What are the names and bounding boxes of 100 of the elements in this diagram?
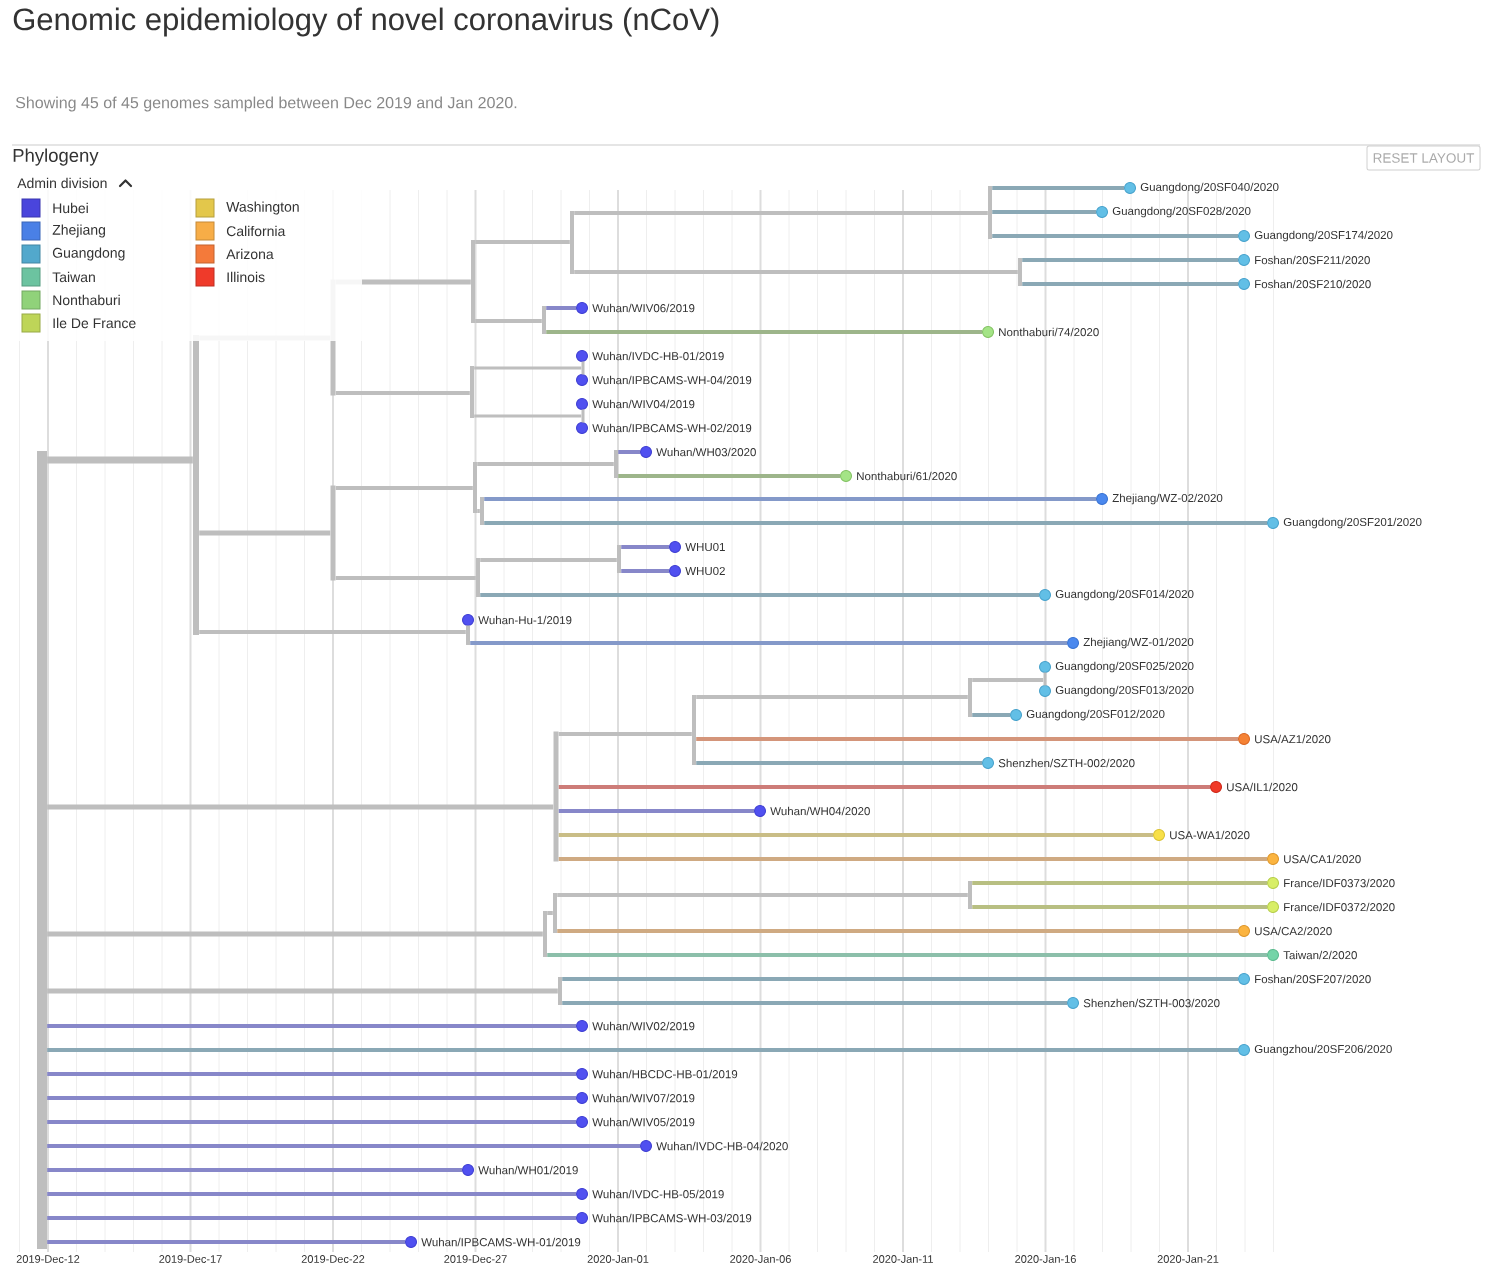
- axis-label: 2019-Dec-27: [444, 1255, 507, 1263]
- branch-line: [1022, 282, 1238, 286]
- branch-line: [335, 576, 476, 580]
- branch-line: [47, 1072, 576, 1076]
- vertical-branch: [476, 558, 480, 597]
- branch-line: [47, 1168, 462, 1172]
- branch-line: [47, 1216, 576, 1220]
- branch-line: [574, 270, 1018, 274]
- branch-line: [335, 391, 470, 395]
- vertical-branch: [1018, 258, 1022, 286]
- tip-label: Guangdong/20SF028/2020: [1112, 206, 1251, 218]
- tip-label: WHU02: [685, 566, 725, 576]
- vertical-branch: [470, 366, 474, 418]
- branch-line: [696, 695, 968, 699]
- branch-line: [484, 521, 1267, 525]
- branch-line: [546, 306, 576, 310]
- vertical-branch: [581, 409, 585, 423]
- tip-label: Shenzhen/SZTH-003/2020: [1083, 998, 1220, 1008]
- tip-label: Wuhan/WH03/2020: [656, 447, 756, 457]
- reset-button: RESET LAYOUT: [1366, 145, 1481, 171]
- branch-line: [47, 1024, 576, 1028]
- vertical-branch: [471, 240, 475, 323]
- legend-label: Illinois: [227, 271, 265, 283]
- branch-line: [547, 911, 553, 915]
- tip-label: Guangdong/20SF174/2020: [1254, 230, 1393, 242]
- tip-label: Wuhan/WIV06/2019: [592, 303, 695, 313]
- vertical-branch: [37, 451, 47, 1249]
- branch-line: [475, 240, 570, 244]
- tip-label: Guangdong/20SF025/2020: [1055, 661, 1194, 673]
- branch-line: [972, 713, 1010, 717]
- legend-heading: Admin division: [17, 177, 107, 189]
- vertical-branch: [330, 485, 336, 581]
- branch-line: [47, 1240, 405, 1244]
- tip-label: Guangdong/20SF014/2020: [1055, 589, 1194, 601]
- vertical-branch: [617, 545, 621, 573]
- vertical-branch: [1043, 672, 1047, 686]
- axis-label: 2020-Jan-06: [730, 1255, 791, 1263]
- tip-label: Wuhan/WH01/2019: [478, 1165, 578, 1175]
- branch-line: [335, 486, 473, 490]
- branch-line: [547, 953, 1267, 957]
- branch-line: [199, 530, 331, 536]
- tip-label: Guangdong/20SF013/2020: [1055, 685, 1194, 697]
- branch-line: [696, 761, 982, 765]
- vertical-branch: [570, 211, 574, 274]
- branch-line: [474, 366, 582, 370]
- branch-line: [47, 1120, 576, 1124]
- branch-line: [199, 630, 466, 634]
- branch-line: [1022, 258, 1238, 262]
- tip-label: USA-WA1/2020: [1170, 830, 1250, 840]
- branch-line: [47, 1144, 640, 1148]
- tip-label: Wuhan/IVDC-HB-05/2019: [592, 1189, 724, 1199]
- tip-label: Wuhan/IPBCAMS-WH-03/2019: [592, 1213, 752, 1223]
- tip-label: Nonthaburi/61/2020: [857, 471, 957, 481]
- branch-line: [574, 211, 988, 215]
- tip-label: Wuhan/WIV07/2019: [592, 1093, 695, 1103]
- tip-label: France/IDF0372/2020: [1284, 902, 1395, 912]
- tip-label: Nonthaburi/74/2020: [999, 327, 1099, 337]
- branch-line: [618, 474, 840, 478]
- tip-label: Wuhan/WIV02/2019: [592, 1021, 695, 1031]
- branch-line: [562, 1001, 1067, 1005]
- branch-line: [557, 893, 968, 897]
- vertical-branch: [542, 306, 546, 334]
- branch-line: [972, 881, 1267, 885]
- tip-label: Guangdong/20SF012/2020: [1026, 709, 1165, 721]
- tip-label: Guangzhou/20SF206/2020: [1254, 1044, 1392, 1056]
- legend-label: Arizona: [226, 248, 274, 260]
- branch-line: [480, 558, 617, 562]
- branch-line: [972, 678, 1044, 682]
- branch-line: [558, 785, 1210, 789]
- tip-label: USA/CA1/2020: [1284, 854, 1361, 864]
- branch-line: [696, 737, 1238, 741]
- branch-line: [992, 234, 1238, 238]
- subtitle: Showing 45 of 45 genomes sampled between Dec 2019 and Jan 2020.: [15, 96, 517, 112]
- tip-label: Wuhan/IPBCAMS-WH-01/2019: [421, 1237, 581, 1247]
- branch-line: [992, 210, 1096, 214]
- vertical-branch: [553, 731, 559, 862]
- branch-line: [47, 1096, 576, 1100]
- legend-label: California: [226, 225, 286, 237]
- branch-line: [47, 931, 543, 937]
- vertical-branch: [968, 881, 972, 909]
- tip-label: Wuhan/WIV05/2019: [592, 1117, 695, 1127]
- tip-label: Guangdong/20SF201/2020: [1283, 517, 1422, 529]
- branch-line: [475, 319, 542, 323]
- branch-line: [972, 905, 1267, 909]
- tip-label: Wuhan/IPBCAMS-WH-04/2019: [592, 375, 752, 385]
- legend-label: Washington: [226, 201, 299, 215]
- branch-line: [621, 545, 669, 549]
- vertical-branch: [553, 893, 557, 933]
- tip-label: France/IDF0373/2020: [1284, 878, 1395, 888]
- tip-label: Foshan/20SF207/2020: [1255, 974, 1371, 984]
- section-heading: Phylogeny: [13, 148, 99, 166]
- tip-label: Wuhan/IPBCAMS-WH-02/2019: [592, 423, 752, 433]
- tip-label: USA/AZ1/2020: [1255, 734, 1331, 744]
- branch-line: [477, 509, 480, 513]
- branch-line: [621, 569, 669, 573]
- branch-line: [480, 593, 1039, 597]
- branch-line: [562, 977, 1238, 981]
- branch-line: [47, 804, 554, 810]
- vertical-branch: [473, 462, 477, 513]
- tip-label: Foshan/20SF210/2020: [1255, 279, 1371, 289]
